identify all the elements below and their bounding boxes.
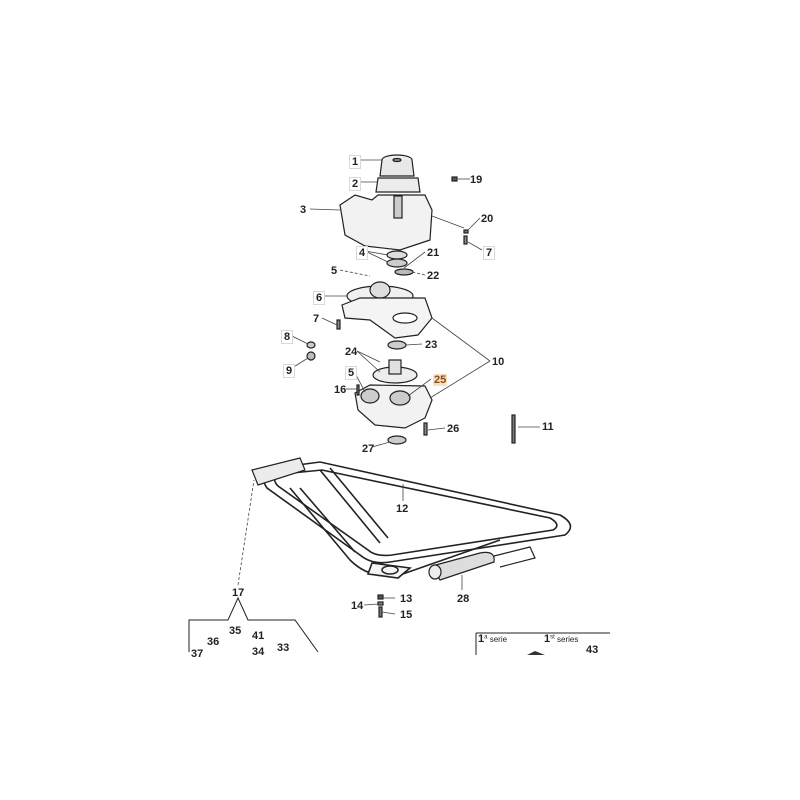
part-17-subassembly-box [188, 596, 319, 653]
callout-8[interactable]: 8 [281, 330, 294, 344]
callout-26[interactable]: 26 [447, 423, 460, 435]
series-col-1-header: 1a serie [478, 633, 508, 645]
series-col-2-header: 1st series [544, 633, 579, 645]
part-5-bearing-icon [360, 388, 380, 404]
frame-left-handle-icon [251, 457, 306, 486]
part-26-screw-icon [423, 422, 428, 436]
callout-35[interactable]: 35 [229, 625, 242, 637]
part-4-bearing-icon [386, 250, 408, 260]
callout-7-right[interactable]: 7 [483, 246, 496, 260]
callout-43[interactable]: 43 [586, 644, 599, 656]
callout-10[interactable]: 10 [492, 356, 505, 368]
callout-17[interactable]: 17 [232, 587, 245, 599]
part-10-gearbox-cover-icon [341, 297, 433, 339]
part-8-nut-icon [306, 341, 316, 349]
part-27-seal-icon [387, 435, 407, 445]
part-7-screw-icon [463, 235, 468, 245]
part-19-bolt-icon [451, 176, 458, 182]
callout-33[interactable]: 33 [277, 642, 290, 654]
part-3-housing-icon [339, 194, 433, 251]
callout-5-lower[interactable]: 5 [345, 366, 358, 380]
callout-41[interactable]: 41 [252, 630, 265, 642]
part-1-cap-icon [379, 154, 415, 177]
callout-22[interactable]: 22 [427, 270, 440, 282]
callout-12[interactable]: 12 [396, 503, 409, 515]
callout-20[interactable]: 20 [481, 213, 494, 225]
part-13-nut-icon [377, 594, 384, 600]
part-22-washer-icon [394, 268, 414, 276]
callout-5-upper[interactable]: 5 [331, 265, 338, 277]
callout-11[interactable]: 11 [542, 421, 554, 433]
part-9-bolt-icon [306, 351, 316, 361]
callout-25-highlighted[interactable]: 25 [433, 374, 448, 386]
leader-lines [237, 159, 540, 615]
callout-3[interactable]: 3 [300, 204, 307, 216]
part-2-ring-icon [375, 177, 421, 193]
callout-37[interactable]: 37 [191, 648, 204, 660]
callout-13[interactable]: 13 [400, 593, 413, 605]
callout-9[interactable]: 9 [283, 364, 296, 378]
callout-21[interactable]: 21 [427, 247, 440, 259]
part-23-bearing-icon [387, 340, 407, 350]
callout-34[interactable]: 34 [252, 646, 265, 658]
callout-28[interactable]: 28 [457, 593, 470, 605]
callout-23[interactable]: 23 [425, 339, 438, 351]
callout-27[interactable]: 27 [362, 443, 375, 455]
callout-1[interactable]: 1 [349, 155, 362, 169]
callout-6[interactable]: 6 [313, 291, 326, 305]
part-28-grip-icon [428, 546, 536, 581]
callout-16[interactable]: 16 [334, 384, 347, 396]
part-16-pin-icon [356, 384, 360, 396]
callout-4[interactable]: 4 [356, 246, 369, 260]
part-14-washer-icon [377, 601, 384, 606]
callout-19[interactable]: 19 [470, 174, 483, 186]
callout-24[interactable]: 24 [345, 346, 358, 358]
callout-7-left[interactable]: 7 [313, 313, 320, 325]
callout-15[interactable]: 15 [400, 609, 413, 621]
callout-2[interactable]: 2 [349, 177, 362, 191]
part-15-bolt-icon [378, 606, 383, 618]
part-20-washer-icon [463, 229, 469, 234]
callout-14[interactable]: 14 [351, 600, 364, 612]
part-25-bearing-icon [389, 390, 411, 406]
callout-36[interactable]: 36 [207, 636, 220, 648]
part-11-long-bolt-icon [511, 414, 516, 444]
